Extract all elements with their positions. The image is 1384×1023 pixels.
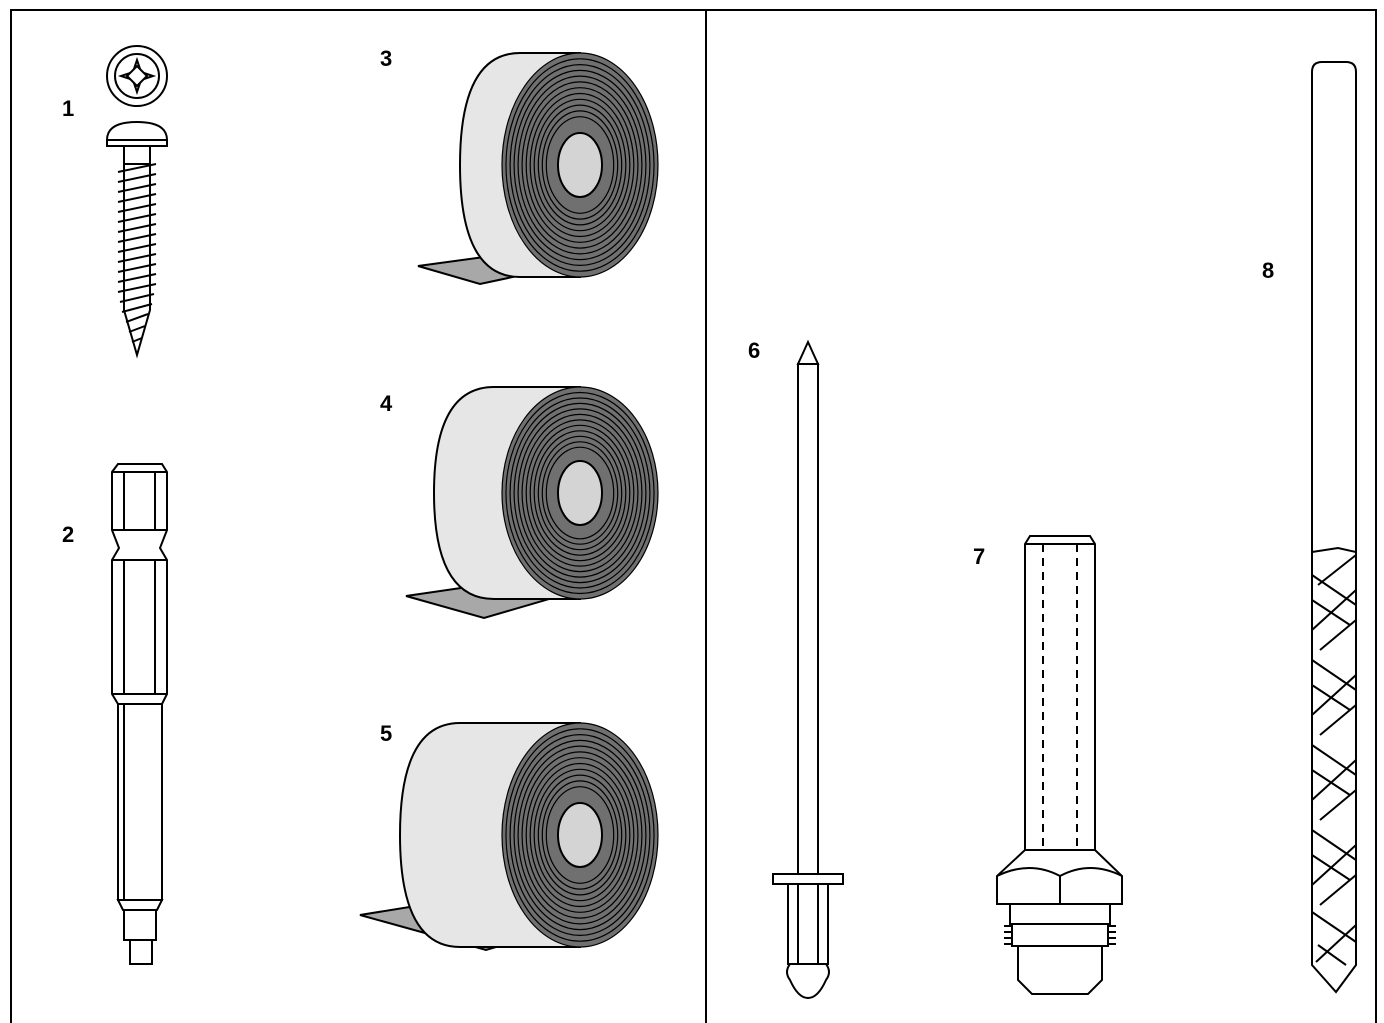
- item-label-5: 5: [380, 721, 393, 746]
- tape-roll-5: [359, 722, 659, 952]
- item-label-7: 7: [973, 544, 986, 569]
- drill-bit-illustration: [1311, 61, 1357, 994]
- tape-rolls-group: [359, 52, 659, 952]
- rivet-illustration: [772, 339, 844, 1000]
- item-label-4: 4: [380, 391, 393, 416]
- screw-illustration: [105, 45, 169, 359]
- item-label-1: 1: [62, 96, 75, 121]
- item-label-3: 3: [380, 46, 393, 71]
- item-label-6: 6: [748, 338, 761, 363]
- panel-frame: [10, 9, 1377, 1023]
- fitting-illustration: [996, 535, 1123, 995]
- tape-roll-4: [405, 386, 659, 620]
- item-label-2: 2: [62, 522, 75, 547]
- item-label-8: 8: [1262, 258, 1275, 283]
- driver-bit-illustration: [111, 463, 168, 965]
- tape-roll-3: [417, 52, 659, 286]
